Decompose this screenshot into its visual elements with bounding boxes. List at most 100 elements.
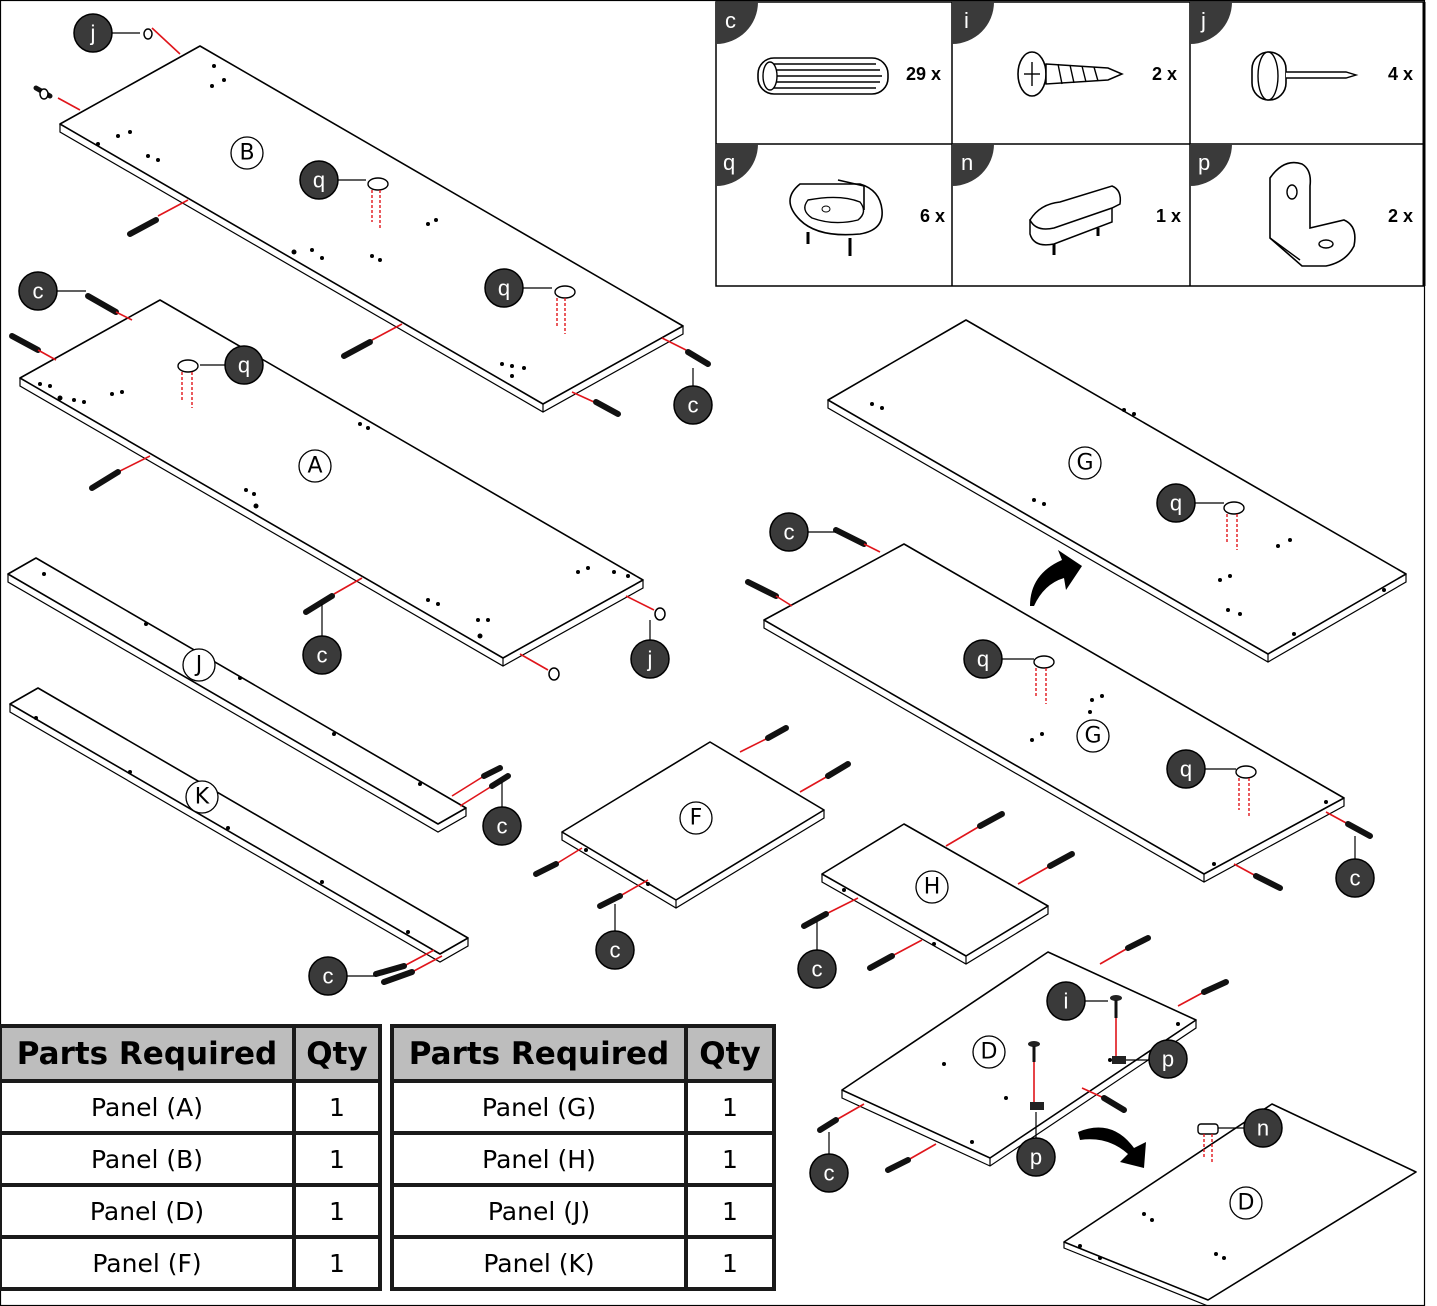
part-name: Panel (G)	[390, 1079, 688, 1135]
hw-tab-p	[1190, 144, 1232, 186]
panel-label-f: F	[690, 806, 703, 831]
plastic-glide-icon	[1029, 185, 1122, 255]
callout-c-left	[18, 271, 58, 311]
cam-lock-icon	[789, 179, 883, 256]
table-row: Panel (J) 1	[390, 1183, 776, 1239]
part-name: Panel (B)	[0, 1131, 296, 1187]
panel-label-d-upper: D	[981, 1040, 998, 1065]
screw-d1	[1110, 995, 1126, 1064]
panel-label-g-upper: G	[1076, 451, 1093, 476]
callout-q-g1	[1156, 483, 1196, 523]
callout-c-a-bottom-text: c	[317, 643, 328, 668]
part-name: Panel (F)	[0, 1235, 296, 1291]
callouts: j q c q q c c j c c	[18, 13, 1375, 1193]
panel-label-h: H	[924, 875, 941, 900]
hw-letter-i: i	[964, 8, 969, 33]
panel-label-j-circle	[182, 648, 216, 682]
part-name: Panel (J)	[390, 1183, 688, 1239]
panel-label-f-circle	[679, 801, 713, 835]
callout-c-h-text: c	[812, 957, 823, 982]
panel-j: J	[7, 557, 467, 833]
callout-i-d	[1046, 981, 1086, 1021]
screw-d2	[1028, 1041, 1044, 1110]
callout-q-a-text: q	[238, 353, 250, 378]
callout-c-k	[308, 956, 348, 996]
hw-letter-j: j	[1200, 8, 1206, 33]
panel-label-d-lower: D	[1238, 1191, 1255, 1216]
callout-i-d-text: i	[1064, 989, 1069, 1014]
panel-label-b: B	[239, 141, 254, 166]
callout-c-g	[769, 512, 809, 552]
flip-arrow-icon	[1030, 550, 1082, 606]
callout-q-b2	[484, 268, 524, 308]
panel-label-b-circle	[230, 136, 264, 170]
part-qty: 1	[684, 1183, 776, 1239]
panel-h: H	[821, 823, 1049, 965]
callout-c-d	[809, 1153, 849, 1193]
hardware-table: c i j q n p 29 x 2 x	[715, 1, 1426, 287]
callout-q-b2-text: q	[498, 276, 510, 301]
cam-lock-b1	[367, 177, 389, 228]
callout-c-j	[482, 806, 522, 846]
table-row: Panel (D) 1	[0, 1183, 382, 1239]
callout-c-j-text: c	[497, 814, 508, 839]
dowels	[9, 27, 1373, 1173]
qty-header: Qty	[684, 1024, 776, 1083]
callout-q-g3-text: q	[1180, 757, 1192, 782]
table-row: Panel (F) 1	[0, 1235, 382, 1291]
panel-k: K	[9, 687, 469, 963]
callout-c-h	[797, 949, 837, 989]
hw-tab-c	[716, 2, 758, 44]
callout-c-b-right-text: c	[688, 393, 699, 418]
callout-n-d	[1243, 1108, 1283, 1148]
hw-qty-i: 2 x	[1152, 64, 1177, 84]
part-name: Panel (A)	[0, 1079, 296, 1135]
hw-qty-j: 4 x	[1388, 64, 1413, 84]
parts-header: Parts Required	[0, 1024, 296, 1083]
nail-icon	[1251, 51, 1359, 101]
parts-required-table-1: Parts Required Qty Panel (A) 1 Panel (B)…	[0, 1024, 382, 1291]
part-name: Panel (D)	[0, 1183, 296, 1239]
part-qty: 1	[684, 1079, 776, 1135]
callout-n-d-text: n	[1257, 1116, 1269, 1141]
hw-tab-i	[952, 2, 994, 44]
part-qty: 1	[292, 1235, 382, 1291]
part-name: Panel (K)	[390, 1235, 688, 1291]
flip-arrow-lower-icon	[1078, 1127, 1146, 1168]
callout-c-g-text: c	[784, 520, 795, 545]
callout-c-f	[595, 930, 635, 970]
panel-label-k: K	[195, 785, 210, 810]
panel-label-g-lower: G	[1084, 724, 1101, 749]
nails	[39, 28, 666, 681]
panel-label-d-lower-circle	[1229, 1186, 1263, 1220]
hw-qty-p: 2 x	[1388, 206, 1413, 226]
wood-dowel-icon	[757, 57, 889, 95]
callout-q-g2-text: q	[977, 647, 989, 672]
cam-lock-a	[177, 359, 199, 408]
callout-c-f-text: c	[610, 938, 621, 963]
panel-d-upper: D	[841, 951, 1197, 1167]
callout-p-d1	[1148, 1039, 1188, 1079]
qty-header: Qty	[292, 1024, 382, 1083]
callout-q-g2	[963, 639, 1003, 679]
callout-c-a-bottom	[302, 635, 342, 675]
callout-j-top-text: j	[90, 21, 96, 46]
callout-q-g1-text: q	[1170, 491, 1182, 516]
screw-icon	[1017, 51, 1124, 97]
cam-lock-g1	[1223, 501, 1245, 550]
hw-letter-q: q	[723, 150, 735, 175]
callout-c-d-text: c	[824, 1161, 835, 1186]
callout-c-g-right-text: c	[1350, 866, 1361, 891]
cam-lock-g3	[1235, 765, 1257, 816]
callout-p-d1-text: p	[1162, 1047, 1174, 1072]
panel-label-k-circle	[185, 780, 219, 814]
hw-letter-n: n	[961, 150, 973, 175]
table-row: Panel (G) 1	[390, 1079, 776, 1135]
panel-f: F	[561, 741, 825, 909]
part-qty: 1	[292, 1183, 382, 1239]
hw-tab-q	[716, 144, 758, 186]
part-qty: 1	[292, 1131, 382, 1187]
hw-letter-c: c	[725, 8, 736, 33]
glide-on-d	[1197, 1123, 1219, 1162]
